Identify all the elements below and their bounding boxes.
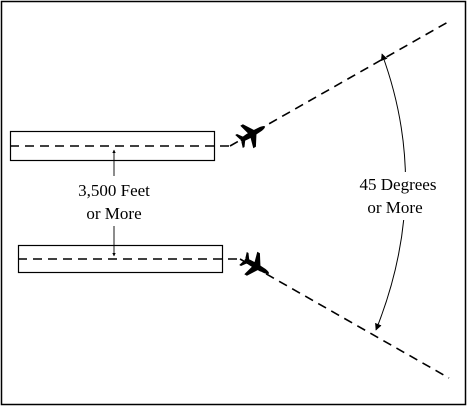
upper-runway	[9, 130, 230, 162]
angle-label-line2: or More	[367, 198, 422, 217]
lower-runway	[17, 244, 240, 274]
separation-label-line2: or More	[86, 204, 141, 223]
angle-label-line1: 45 Degrees	[360, 175, 437, 194]
upper-flight-path	[229, 21, 449, 147]
angle-label-backdrop	[352, 172, 440, 220]
lower-flight-path	[239, 258, 450, 379]
separation-label-line1: 3,500 Feet	[78, 181, 150, 200]
upper-airplane-icon	[232, 115, 272, 153]
lower-airplane-icon	[236, 247, 276, 285]
